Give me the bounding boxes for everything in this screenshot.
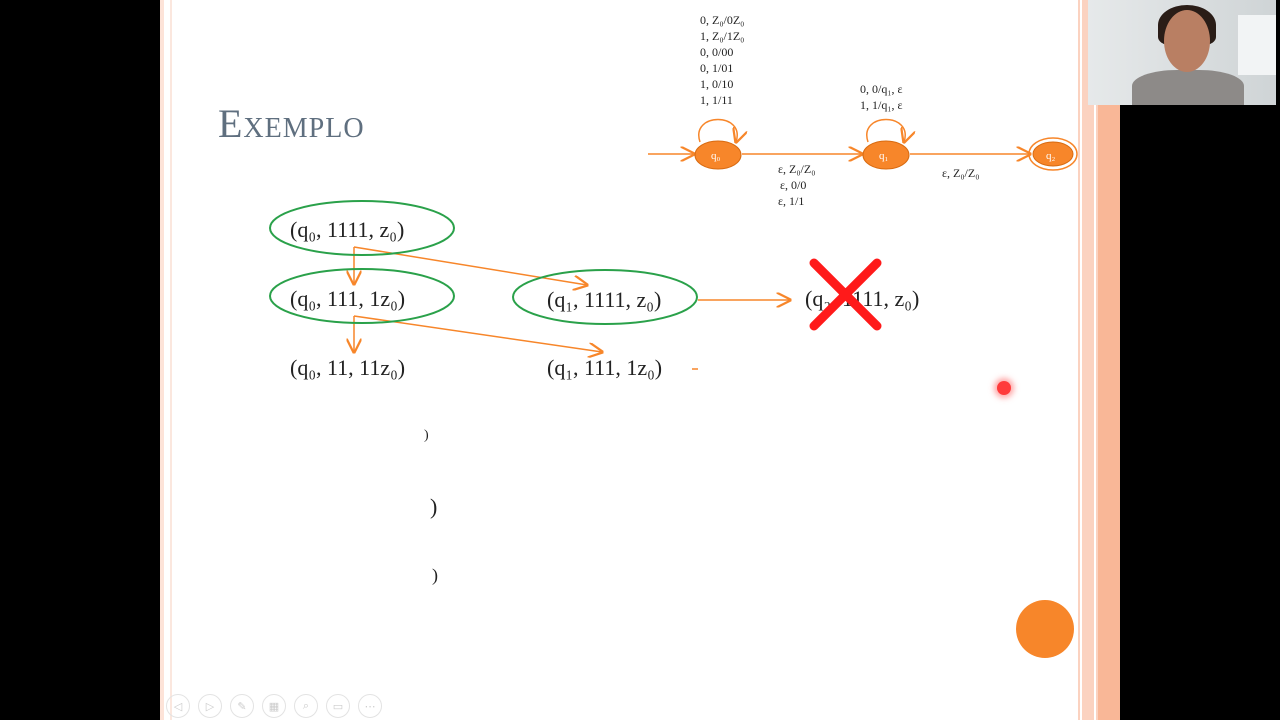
next-icon[interactable]: ▷ [198,694,222,718]
state-q2 [1032,141,1074,167]
state-q2-outer [1028,137,1078,171]
slide-title: Exemplo [218,101,365,146]
loop-q0-label: 1, 1/11 [700,93,733,107]
highlight-c3 [512,269,698,325]
slideshow-toolbar: ◁ ▷ ✎ ▦ ⌕ ▭ ⋯ [166,694,382,718]
loop-q0-label: 1, 0/10 [700,77,734,91]
edge-q0-q1-label: ε, 1/1 [778,194,805,208]
state-q1 [862,140,910,170]
partial-paren: ) [424,428,429,443]
config-c1: (q₀, 1111, z₀) [290,217,405,242]
loop-q1 [866,118,905,143]
loop-q0-label: 0, Z₀/0Z₀ [700,13,745,27]
slide-right-band [1078,0,1120,720]
config-c3: (q₁, 1111, z₀) [547,287,662,312]
more-icon[interactable]: ⋯ [358,694,382,718]
prev-icon[interactable]: ◁ [166,694,190,718]
highlight-c2 [269,268,455,324]
zoom-icon[interactable]: ⌕ [294,694,318,718]
decorative-circle [1016,600,1074,658]
state-q1-label: q₁ [879,150,889,162]
pen-icon[interactable]: ✎ [230,694,254,718]
loop-q0-label: 1, Z₀/1Z₀ [700,29,745,43]
loop-q0-label: 0, 0/00 [700,45,734,59]
config-c5: (q₀, 11, 11z₀) [290,355,406,380]
edge-q1-q2-label: ε, Z₀/Z₀ [942,166,980,180]
loop-q1-label: 0, 0/q₁, ε [860,82,903,96]
laser-pointer [997,381,1011,395]
slide-left-border [160,0,164,720]
partial-paren: ) [430,494,438,519]
edge-q0-q1-label: ε, 0/0 [780,178,807,192]
partial-paren: ) [432,565,438,585]
slide-left-line [170,0,172,720]
state-q2-label: q₂ [1046,150,1056,162]
subtitles-icon[interactable]: ▭ [326,694,350,718]
state-q0 [694,140,742,170]
highlight-c1 [269,200,455,256]
loop-q1-label: 1, 1/q₁, ε [860,98,903,112]
edge-q0-q1-label: ε, Z₀/Z₀ [778,162,816,176]
loop-q0-label: 0, 1/01 [700,61,734,75]
webcam-video [1088,0,1276,105]
config-c2: (q₀, 111, 1z₀) [290,286,406,311]
state-q0-label: q₀ [711,150,721,162]
loop-q0 [698,118,737,143]
slides-icon[interactable]: ▦ [262,694,286,718]
config-c6: (q₁, 111, 1z₀) [547,355,663,380]
slide-canvas [160,0,1080,720]
